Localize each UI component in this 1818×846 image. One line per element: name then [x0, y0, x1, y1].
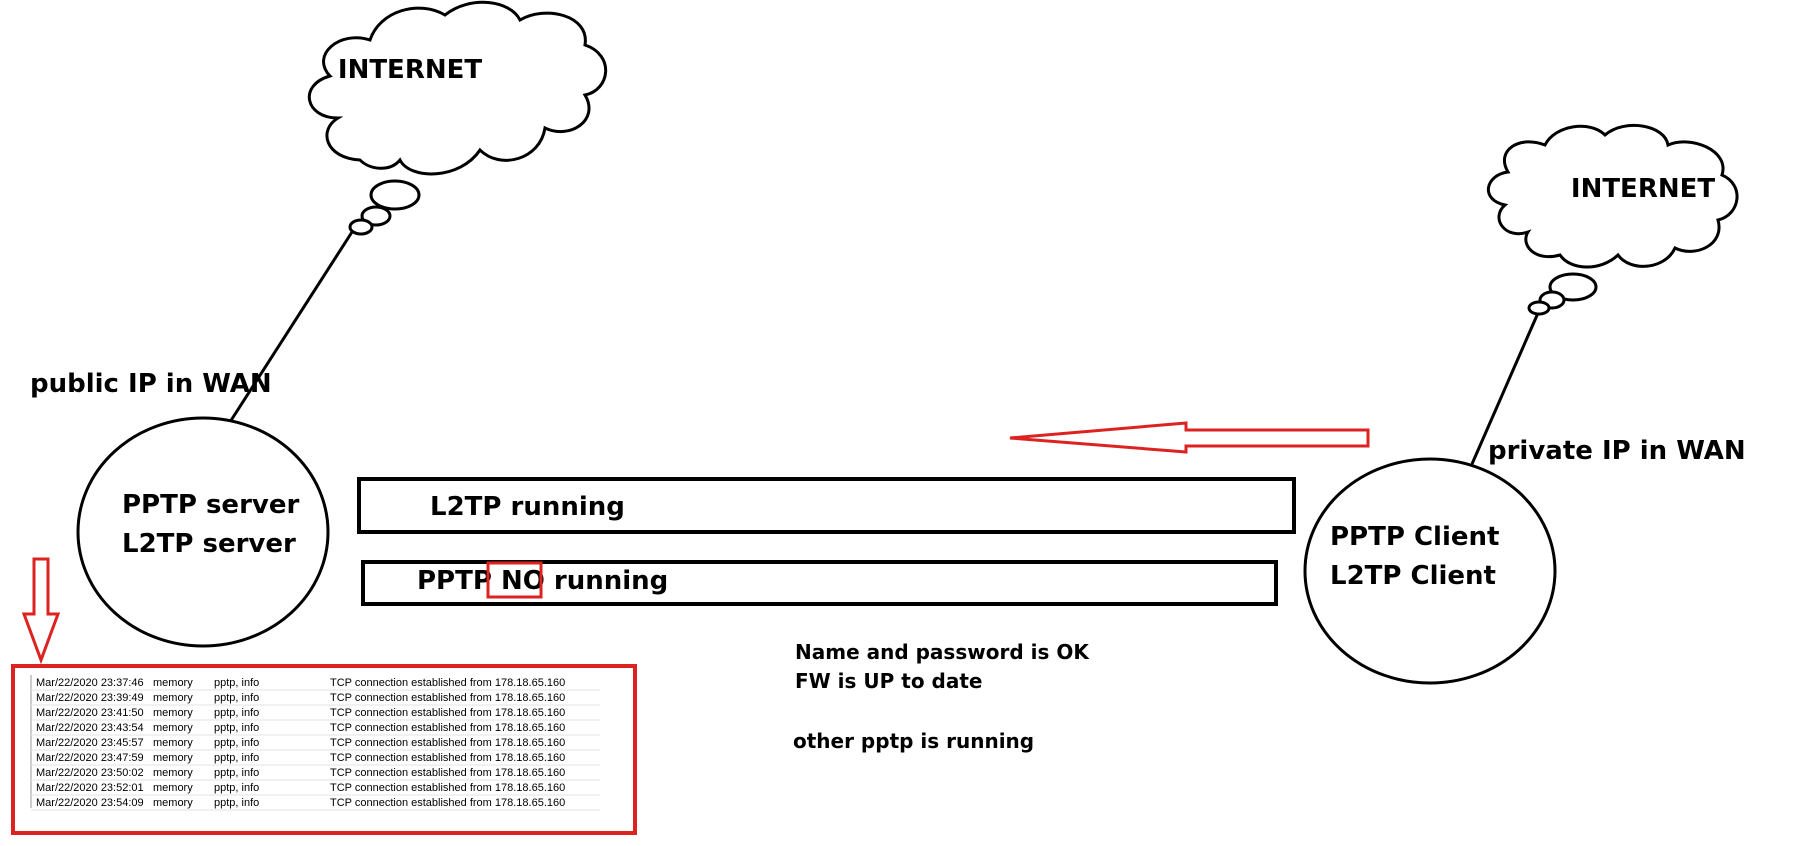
- log-message: TCP connection established from 178.18.6…: [330, 692, 565, 704]
- log-message: TCP connection established from 178.18.6…: [330, 752, 565, 764]
- log-topics: pptp, info: [214, 692, 259, 704]
- log-buffer: memory: [153, 797, 193, 809]
- internet-label-right: INTERNET: [1571, 174, 1715, 204]
- client-wan-label: private IP in WAN: [1488, 436, 1746, 466]
- log-message: TCP connection established from 178.18.6…: [330, 797, 565, 809]
- log-message: TCP connection established from 178.18.6…: [330, 707, 565, 719]
- log-time: Mar/22/2020 23:50:02: [36, 767, 144, 779]
- client-uplink-line: [1470, 312, 1540, 465]
- log-row: Mar/22/2020 23:47:59 memory pptp, info TCP …: [31, 752, 600, 766]
- connection-direction-arrow: [1009, 421, 1370, 454]
- log-time: Mar/22/2020 23:52:01: [36, 782, 144, 794]
- log-topics: pptp, info: [214, 797, 259, 809]
- pptp-tunnel-label: PPTP NO running: [417, 566, 668, 596]
- log-time: Mar/22/2020 23:54:09: [36, 797, 144, 809]
- log-message: TCP connection established from 178.18.6…: [330, 782, 565, 794]
- log-time: Mar/22/2020 23:47:59: [36, 752, 144, 764]
- pptp-tunnel-suffix: running: [545, 566, 668, 596]
- log-row: Mar/22/2020 23:39:49 memory pptp, info TCP …: [31, 692, 600, 706]
- log-time: Mar/22/2020 23:37:46: [36, 677, 144, 689]
- log-message: TCP connection established from 178.18.6…: [330, 722, 565, 734]
- log-buffer: memory: [153, 677, 193, 689]
- server-node: [76, 416, 330, 648]
- log-topics: pptp, info: [214, 707, 259, 719]
- internet-cloud-left: [307, 0, 608, 236]
- log-buffer: memory: [153, 737, 193, 749]
- log-topics: pptp, info: [214, 722, 259, 734]
- log-row: Mar/22/2020 23:41:50 memory pptp, info TCP …: [31, 707, 600, 721]
- note-other-pptp: other pptp is running: [793, 729, 1034, 753]
- log-buffer: memory: [153, 767, 193, 779]
- internet-label-left: INTERNET: [338, 55, 482, 85]
- log-time: Mar/22/2020 23:43:54: [36, 722, 144, 734]
- pptp-no-highlight-box: [486, 561, 543, 599]
- pptp-tunnel-no: NO: [501, 566, 545, 596]
- log-buffer: memory: [153, 692, 193, 704]
- client-label-pptp: PPTP Client: [1330, 522, 1499, 552]
- pptp-tunnel-bar: [361, 560, 1278, 606]
- client-label-l2tp: L2TP Client: [1330, 561, 1496, 591]
- internet-cloud-right: [1486, 123, 1739, 316]
- log-buffer: memory: [153, 782, 193, 794]
- log-topics: pptp, info: [214, 737, 259, 749]
- note-credentials: Name and password is OK: [795, 640, 1090, 664]
- log-buffer: memory: [153, 722, 193, 734]
- log-topics: pptp, info: [214, 752, 259, 764]
- log-buffer: memory: [153, 707, 193, 719]
- log-row: Mar/22/2020 23:50:02 memory pptp, info TCP …: [31, 767, 600, 781]
- server-uplink-line: [228, 231, 354, 423]
- log-topics: pptp, info: [214, 677, 259, 689]
- log-message: TCP connection established from 178.18.6…: [330, 677, 565, 689]
- log-pointer-arrow: [21, 557, 61, 665]
- log-row: Mar/22/2020 23:43:54 memory pptp, info TCP …: [31, 722, 600, 736]
- log-row: Mar/22/2020 23:52:01 memory pptp, info TCP …: [31, 782, 600, 796]
- server-label-pptp: PPTP server: [122, 490, 299, 520]
- server-label-l2tp: L2TP server: [122, 529, 296, 559]
- log-topics: pptp, info: [214, 782, 259, 794]
- l2tp-tunnel-bar: [357, 477, 1296, 534]
- l2tp-tunnel-label: L2TP running: [430, 492, 625, 522]
- log-message: TCP connection established from 178.18.6…: [330, 767, 565, 779]
- log-row: Mar/22/2020 23:54:09 memory pptp, info TCP …: [31, 797, 600, 811]
- log-row: Mar/22/2020 23:37:46 memory pptp, info TCP …: [31, 677, 600, 691]
- note-firmware: FW is UP to date: [795, 669, 982, 693]
- log-time: Mar/22/2020 23:39:49: [36, 692, 144, 704]
- log-time: Mar/22/2020 23:41:50: [36, 707, 144, 719]
- log-time: Mar/22/2020 23:45:57: [36, 737, 144, 749]
- client-node: [1303, 457, 1557, 685]
- server-wan-label: public IP in WAN: [30, 369, 272, 399]
- log-topics: pptp, info: [214, 767, 259, 779]
- log-buffer: memory: [153, 752, 193, 764]
- log-row: Mar/22/2020 23:45:57 memory pptp, info TCP …: [31, 737, 600, 751]
- log-message: TCP connection established from 178.18.6…: [330, 737, 565, 749]
